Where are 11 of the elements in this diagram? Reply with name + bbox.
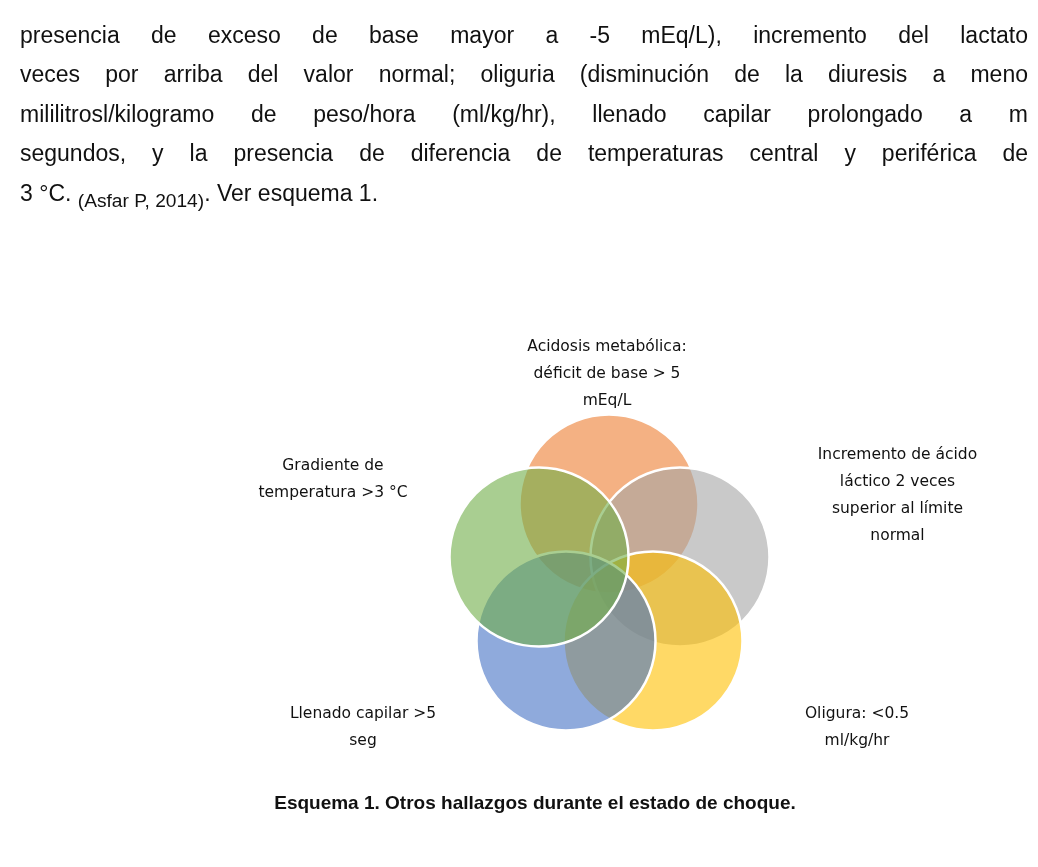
circle-label: Gradiente de temperatura >3 °C xyxy=(257,455,409,503)
circle-label: Oligura: <0.5 ml/kg/hr xyxy=(803,703,911,751)
circle-label: Incremento de ácido láctico 2 veces superior al límite normal xyxy=(816,444,979,546)
paragraph-line: segundos, y la presencia de diferencia de temperaturas central y periférica de xyxy=(20,140,1028,167)
paragraph-line: presencia de exceso de base mayor a -5 mEq/L), incremento del lactato xyxy=(20,22,1028,49)
paragraph-line: mililitrosl/kilogramo de peso/hora (ml/kg/hr), llenado capilar prolongado a m xyxy=(20,101,1028,128)
paragraph-line: 3 °C. $_{(Asfar P, 2014)}$. Ver esquema 1. xyxy=(20,180,379,212)
circle-label: Acidosis metabólica: déficit de base > 5 mEq/L xyxy=(526,336,688,411)
circle-label: Llenado capilar >5 seg xyxy=(288,703,438,751)
figure-caption: Esquema 1. Otros hallazgos durante el estado de choque. xyxy=(273,792,797,814)
paragraph-line: veces por arriba del valor normal; oliguria (disminución de la diuresis a meno xyxy=(20,61,1028,88)
